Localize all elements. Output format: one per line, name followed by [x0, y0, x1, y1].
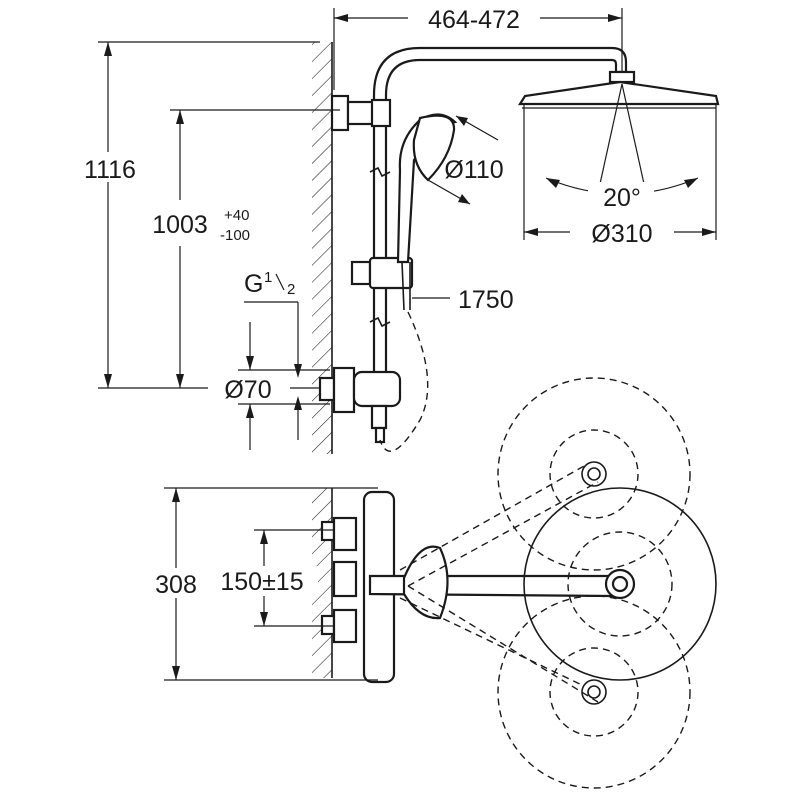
hand-shower — [396, 113, 458, 311]
dim-head-shower-label: Ø310 — [591, 220, 652, 248]
dim-inlet-spacing: 150±15 — [206, 529, 334, 627]
dim-arm-reach: 464-472 — [333, 4, 623, 90]
dim-rosette: Ø70 — [208, 322, 330, 450]
dim-hose-length-label: 1750 — [458, 286, 514, 314]
dim-depth: 308 — [140, 487, 378, 681]
thermostat-elevation — [318, 366, 402, 444]
shower-arm-plan — [368, 545, 620, 620]
dim-inlet-spacing-label: 150±15 — [220, 568, 303, 596]
dim-rosette-label: Ø70 — [224, 376, 271, 404]
dim-hose-length: 1750 — [412, 286, 514, 314]
dim-rail-height: 1003 +40 -100 — [140, 109, 340, 388]
dim-hand-shower: Ø110 — [427, 115, 504, 205]
head-shower — [518, 70, 720, 109]
dim-depth-label: 308 — [155, 571, 197, 599]
head-shower-plan — [523, 487, 717, 681]
dim-thread: G 1 2 — [244, 269, 302, 440]
dim-rail-height-label: 1003 — [152, 211, 208, 239]
shower-hose — [379, 311, 429, 452]
dim-thread-prefix: G — [244, 270, 263, 298]
thermostat-plan — [320, 490, 396, 684]
dim-head-shower: 20° Ø310 — [523, 83, 717, 248]
dim-rail-tolerance-plus: +40 — [224, 207, 249, 224]
dim-arm-reach-label: 464-472 — [428, 6, 520, 34]
dim-tilt-angle-label: 20° — [603, 184, 641, 212]
rotation-positions — [399, 377, 691, 789]
dim-total-height-label: 1116 — [84, 156, 136, 184]
dim-thread-numerator: 1 — [264, 269, 272, 286]
dim-thread-denominator: 2 — [287, 281, 295, 298]
dim-total-height: 1116 — [82, 41, 320, 389]
dim-hand-shower-label: Ø110 — [444, 156, 503, 184]
dim-rail-tolerance-minus: -100 — [220, 227, 250, 244]
